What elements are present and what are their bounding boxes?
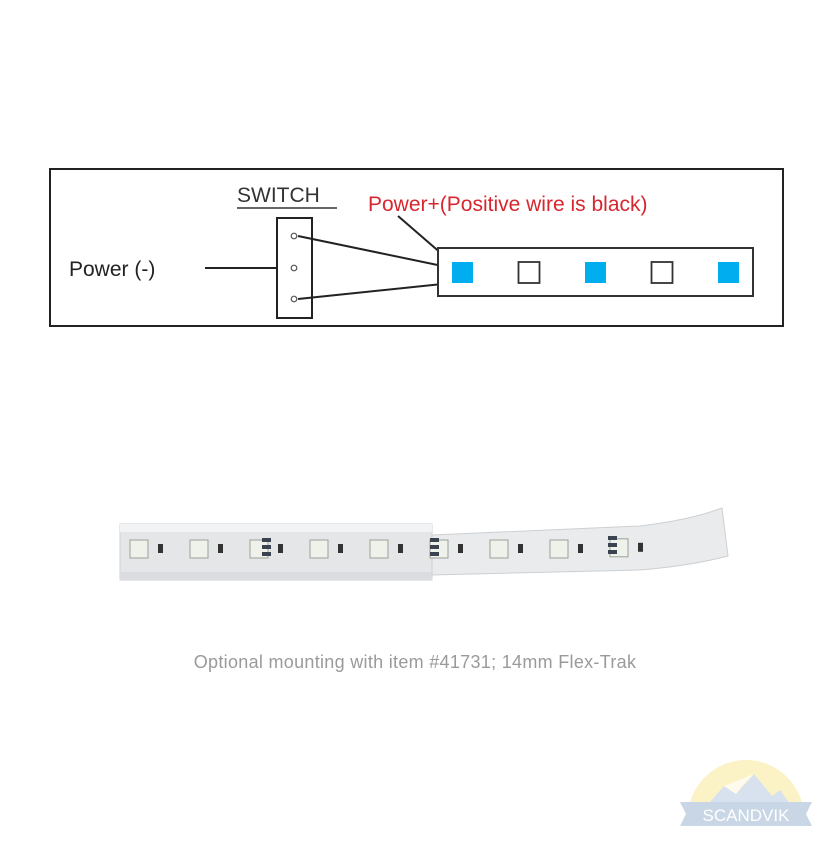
switch-terminal-middle — [290, 264, 298, 272]
led-square-blue — [585, 262, 606, 283]
switch-label: SWITCH — [237, 184, 320, 207]
product-photo — [119, 507, 729, 581]
led-square-empty — [517, 261, 541, 284]
led-square-blue — [718, 262, 739, 283]
wire-top — [297, 235, 453, 269]
wire-bottom — [297, 282, 453, 300]
power-negative-label: Power (-) — [69, 258, 155, 281]
logo-text: SCANDVIK — [703, 806, 791, 825]
flex-led-strip — [431, 507, 729, 576]
power-positive-label: Power+(Positive wire is black) — [368, 193, 648, 216]
led-square-blue — [452, 262, 473, 283]
switch-terminal-bottom — [290, 295, 298, 303]
led-square-empty — [650, 261, 674, 284]
switch-terminal-top — [290, 232, 298, 240]
caption: Optional mounting with item #41731; 14mm… — [193, 652, 637, 672]
scandvik-logo: SCANDVIK — [680, 760, 812, 826]
